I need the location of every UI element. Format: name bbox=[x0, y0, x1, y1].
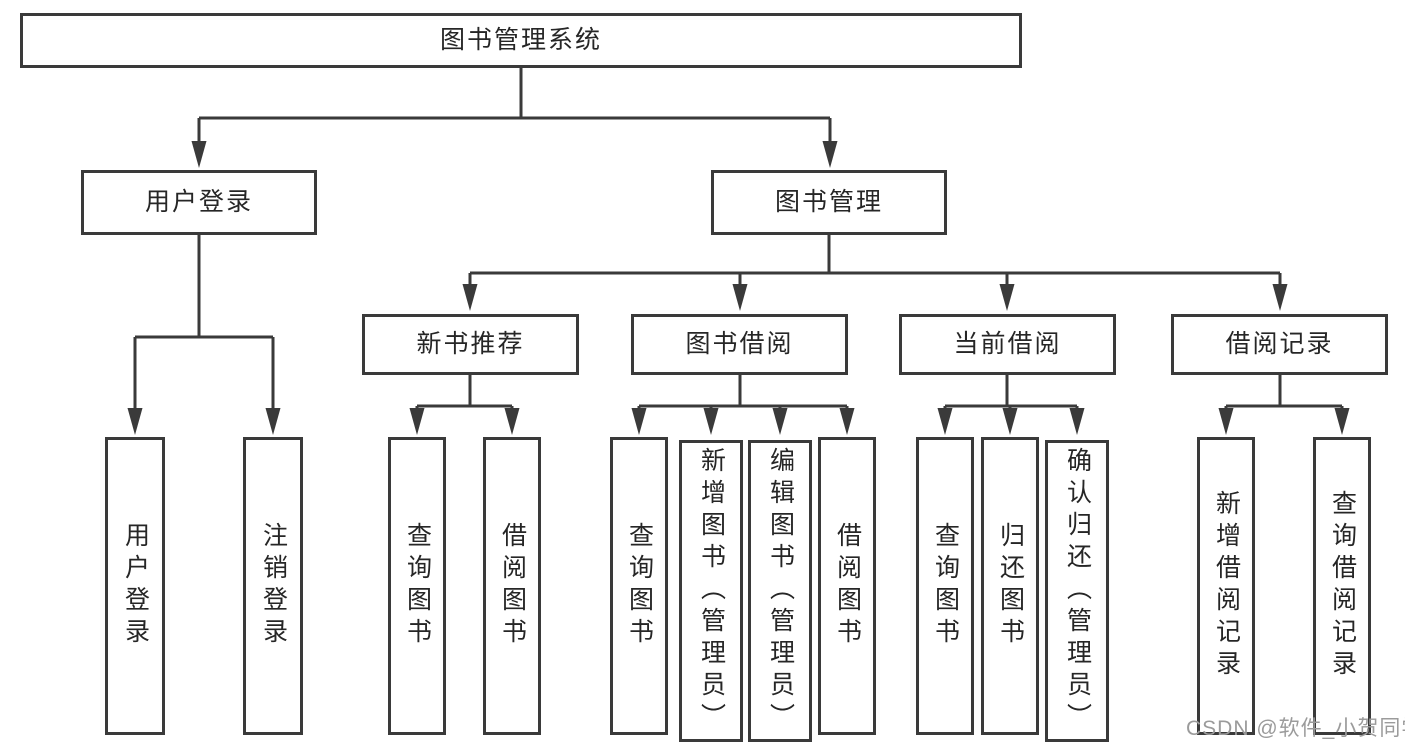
leaf-query-borrow-record: 查询借阅记录 bbox=[1313, 437, 1371, 735]
leaf-query-borrow-record-label: 查询借阅记录 bbox=[1328, 490, 1357, 682]
arrow-down-icon bbox=[839, 408, 855, 435]
leaf-add-books-admin: 新增图书（管理员） bbox=[679, 440, 743, 742]
arrow-down-icon bbox=[409, 408, 425, 435]
arrow-down-icon bbox=[822, 141, 838, 168]
node-borrowing-records: 借阅记录 bbox=[1171, 314, 1388, 375]
arrow-down-icon bbox=[191, 141, 207, 168]
leaf-logout: 注销登录 bbox=[243, 437, 303, 735]
arrow-down-icon bbox=[504, 408, 520, 435]
leaf-user-login-label: 用户登录 bbox=[121, 522, 150, 650]
node-root-label: 图书管理系统 bbox=[439, 26, 602, 54]
leaf-logout-label: 注销登录 bbox=[259, 522, 288, 650]
arrow-down-icon bbox=[999, 284, 1015, 311]
node-borrowing-records-label: 借阅记录 bbox=[1225, 330, 1334, 358]
leaf-user-login: 用户登录 bbox=[105, 437, 165, 735]
arrow-down-icon bbox=[937, 408, 953, 435]
leaf-query-books-borrow: 查询图书 bbox=[610, 437, 668, 735]
leaf-confirm-return-admin-label: 确认归还（管理员） bbox=[1063, 447, 1092, 735]
node-current-borrowing: 当前借阅 bbox=[899, 314, 1116, 375]
arrow-down-icon bbox=[265, 408, 281, 435]
node-book-borrowing: 图书借阅 bbox=[631, 314, 848, 375]
leaf-edit-books-admin-label: 编辑图书（管理员） bbox=[766, 447, 795, 735]
arrow-down-icon bbox=[631, 408, 647, 435]
node-book-borrowing-label: 图书借阅 bbox=[685, 330, 794, 358]
leaf-return-books-label: 归还图书 bbox=[996, 522, 1025, 650]
arrow-down-icon bbox=[1218, 408, 1234, 435]
node-user-login: 用户登录 bbox=[81, 170, 317, 235]
leaf-query-books-current: 查询图书 bbox=[916, 437, 974, 735]
arrow-down-icon bbox=[732, 284, 748, 311]
node-new-book-recommendation: 新书推荐 bbox=[362, 314, 579, 375]
node-new-book-recommendation-label: 新书推荐 bbox=[416, 330, 525, 358]
leaf-confirm-return-admin: 确认归还（管理员） bbox=[1045, 440, 1109, 742]
leaf-query-books-recommend: 查询图书 bbox=[388, 437, 446, 735]
csdn-watermark: CSDN @软件_小贺同学 bbox=[1186, 717, 1405, 740]
arrow-down-icon bbox=[1002, 408, 1018, 435]
leaf-return-books: 归还图书 bbox=[981, 437, 1039, 735]
leaf-add-books-admin-label: 新增图书（管理员） bbox=[697, 447, 726, 735]
arrow-down-icon bbox=[1272, 284, 1288, 311]
leaf-query-books-borrow-label: 查询图书 bbox=[625, 522, 654, 650]
leaf-borrow-books-recommend-label: 借阅图书 bbox=[498, 522, 527, 650]
leaf-query-books-current-label: 查询图书 bbox=[931, 522, 960, 650]
leaf-borrow-books-recommend: 借阅图书 bbox=[483, 437, 541, 735]
arrow-down-icon bbox=[127, 408, 143, 435]
leaf-borrow-books-borrow: 借阅图书 bbox=[818, 437, 876, 735]
node-current-borrowing-label: 当前借阅 bbox=[953, 330, 1062, 358]
leaf-query-books-recommend-label: 查询图书 bbox=[403, 522, 432, 650]
leaf-edit-books-admin: 编辑图书（管理员） bbox=[748, 440, 812, 742]
arrow-down-icon bbox=[772, 408, 788, 435]
node-book-management: 图书管理 bbox=[711, 170, 947, 235]
arrow-down-icon bbox=[703, 408, 719, 435]
leaf-add-borrow-record: 新增借阅记录 bbox=[1197, 437, 1255, 735]
node-book-management-label: 图书管理 bbox=[774, 188, 883, 216]
leaf-add-borrow-record-label: 新增借阅记录 bbox=[1212, 490, 1241, 682]
node-root: 图书管理系统 bbox=[20, 13, 1022, 68]
arrow-down-icon bbox=[462, 284, 478, 311]
node-user-login-label: 用户登录 bbox=[144, 188, 253, 216]
arrow-down-icon bbox=[1334, 408, 1350, 435]
leaf-borrow-books-borrow-label: 借阅图书 bbox=[833, 522, 862, 650]
arrow-down-icon bbox=[1069, 408, 1085, 435]
